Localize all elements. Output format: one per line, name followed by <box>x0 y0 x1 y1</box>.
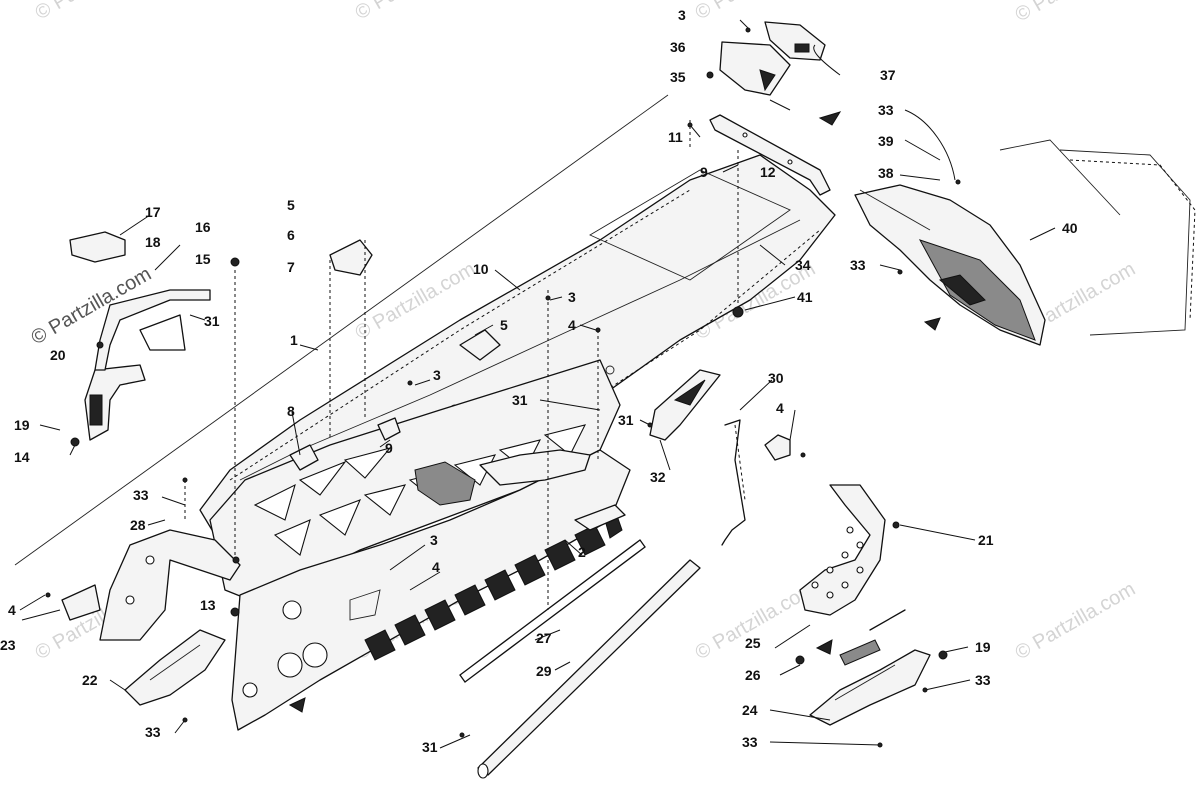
callout-31: 31 <box>618 412 634 428</box>
callout-31: 31 <box>512 392 528 408</box>
callout-33: 33 <box>975 672 991 688</box>
callout-33: 33 <box>850 257 866 273</box>
rear-bracket <box>709 114 831 196</box>
watermark: © Partzilla.com <box>32 0 160 24</box>
callout-39: 39 <box>878 133 894 149</box>
fastener-alignment-lines <box>184 120 739 610</box>
callout-26: 26 <box>745 667 761 683</box>
callout-5: 5 <box>500 317 508 333</box>
callout-28: 28 <box>130 517 146 533</box>
callout-3: 3 <box>433 367 441 383</box>
watermark: © Partzilla.com <box>1012 578 1140 664</box>
center-gusset <box>414 449 591 506</box>
callout-4: 4 <box>432 559 440 575</box>
callout-12: 12 <box>760 164 776 180</box>
left-cover-17 <box>69 231 126 263</box>
callout-40: 40 <box>1062 220 1078 236</box>
bracket-28 <box>99 529 241 641</box>
plate-7 <box>329 239 373 276</box>
callout-34: 34 <box>795 257 811 273</box>
callout-31: 31 <box>204 313 220 329</box>
callout-37: 37 <box>880 67 896 83</box>
callout-3: 3 <box>678 7 686 23</box>
callout-14: 14 <box>14 449 30 465</box>
rod-29 <box>477 559 701 779</box>
callout-6: 6 <box>287 227 295 243</box>
rod-27 <box>459 539 646 683</box>
watermark: © Partzilla.com <box>352 0 480 24</box>
brace-32 <box>649 369 721 441</box>
callout-21: 21 <box>978 532 994 548</box>
callout-13: 13 <box>200 597 216 613</box>
callout-3: 3 <box>568 289 576 305</box>
footrest-25 <box>799 484 886 616</box>
plate-2 <box>574 504 626 531</box>
callout-29: 29 <box>536 663 552 679</box>
callout-33: 33 <box>145 724 161 740</box>
callout-16: 16 <box>195 219 211 235</box>
left-bracket-20 <box>84 364 146 441</box>
direction-arrows <box>288 111 941 713</box>
callout-33: 33 <box>878 102 894 118</box>
callout-9: 9 <box>700 164 708 180</box>
bracket-22 <box>124 629 226 706</box>
callout-22: 22 <box>82 672 98 688</box>
callout-11: 11 <box>668 129 683 145</box>
callout-4: 4 <box>776 400 784 416</box>
callout-27: 27 <box>536 630 552 646</box>
leader-lines <box>19 19 1056 749</box>
callout-9: 9 <box>385 440 393 456</box>
callout-41: 41 <box>797 289 813 305</box>
callout-32: 32 <box>650 469 666 485</box>
assembly-line-1 <box>14 94 669 566</box>
tunnel-side-panel <box>209 359 621 601</box>
lower-side-rail <box>231 449 631 731</box>
callout-31: 31 <box>422 739 438 755</box>
callout-labels: 1 2 3 3 3 3 4 4 4 4 5 5 6 7 8 9 9 10 11 … <box>0 7 1078 755</box>
callout-24: 24 <box>742 702 758 718</box>
footrest-holes <box>811 526 864 599</box>
callout-5: 5 <box>287 197 295 213</box>
plate-9 <box>377 417 401 441</box>
watermark: © Partzilla.com <box>692 0 820 24</box>
callout-20: 20 <box>50 347 66 363</box>
callout-30: 30 <box>768 370 784 386</box>
callout-10: 10 <box>473 261 489 277</box>
footrest-support-24 <box>809 609 931 726</box>
plate-8 <box>289 444 319 471</box>
callout-8: 8 <box>287 403 295 419</box>
callout-19: 19 <box>14 417 30 433</box>
callout-25: 25 <box>745 635 761 651</box>
snowflap-assembly <box>854 139 1196 346</box>
callout-23: 23 <box>0 637 16 653</box>
callout-33: 33 <box>133 487 149 503</box>
callout-17: 17 <box>145 204 161 220</box>
rail-diamond-cutouts <box>364 509 623 661</box>
callout-1: 1 <box>290 332 298 348</box>
callout-4: 4 <box>568 317 576 333</box>
callout-33: 33 <box>742 734 758 750</box>
callout-36: 36 <box>670 39 686 55</box>
callout-3: 3 <box>430 532 438 548</box>
callout-7: 7 <box>287 259 295 275</box>
fasteners <box>45 27 961 748</box>
plate-5 <box>459 329 501 361</box>
brace-rod-30 <box>721 419 746 546</box>
callout-15: 15 <box>195 251 211 267</box>
taillight-bracket <box>719 21 826 96</box>
watermark: © Partzilla.com <box>1012 0 1140 26</box>
callout-4: 4 <box>8 602 16 618</box>
callout-2: 2 <box>578 544 586 560</box>
plate-23 <box>61 584 101 621</box>
left-strut-18 <box>94 289 211 371</box>
callout-18: 18 <box>145 234 161 250</box>
callout-19: 19 <box>975 639 991 655</box>
callout-38: 38 <box>878 165 894 181</box>
callout-35: 35 <box>670 69 686 85</box>
round-plate <box>764 434 791 461</box>
